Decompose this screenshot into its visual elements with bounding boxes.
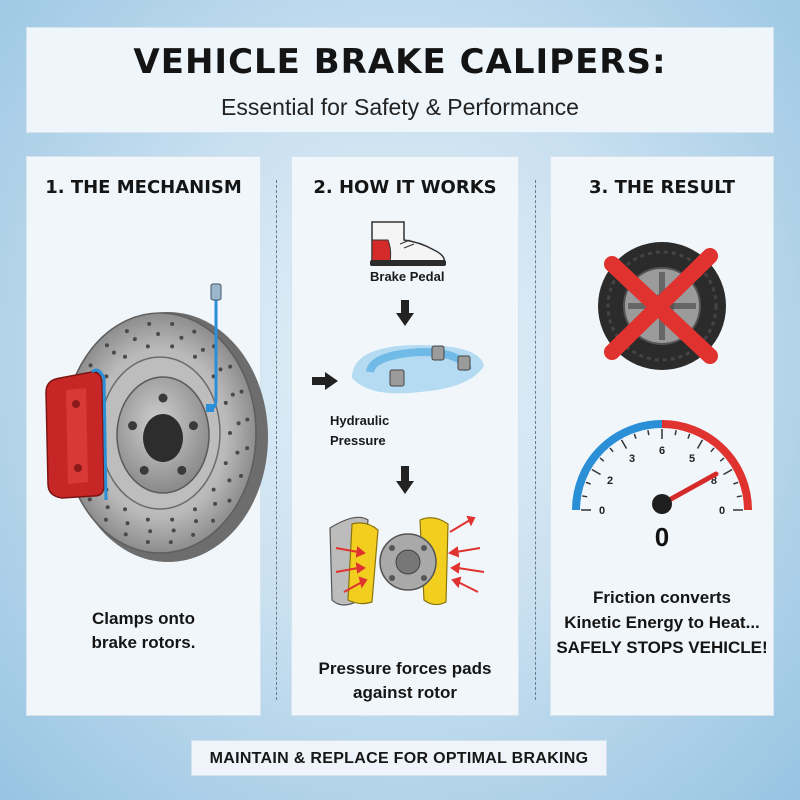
panel-result: 3. THE RESULT Friction converts Kinetic … — [550, 156, 774, 716]
caption-result: Friction converts Kinetic Energy to Heat… — [551, 585, 773, 660]
brake-pedal-label: Brake Pedal — [370, 269, 445, 284]
panel-heading-result: 3. THE RESULT — [588, 177, 736, 198]
caption-line: brake rotors. — [91, 633, 196, 652]
panel-mechanism: 1. THE MECHANISM Clamps onto brake rotor… — [26, 156, 261, 716]
page-subtitle: Essential for Safety & Performance — [221, 94, 579, 120]
caption-line: against rotor — [353, 683, 457, 702]
hydraulic-pressure-label: Hydraulic Pressure — [330, 411, 389, 451]
page-title: VEHICLE BRAKE CALIPERS: — [133, 42, 667, 82]
panel-heading-mechanism: 1. THE MECHANISM — [45, 177, 242, 198]
hydraulic-label-line: Hydraulic — [330, 413, 390, 428]
caption-line: Clamps onto — [92, 609, 195, 628]
panel-heading-how-it-works: 2. HOW IT WORKS — [313, 177, 497, 198]
caption-line: Kinetic Energy to Heat... — [564, 613, 760, 632]
caption-line: Pressure forces pads — [318, 659, 492, 678]
caption-mechanism: Clamps onto brake rotors. — [27, 607, 260, 655]
title-banner: VEHICLE BRAKE CALIPERS: Essential for Sa… — [26, 27, 774, 133]
caption-how-it-works: Pressure forces pads against rotor — [292, 657, 518, 705]
caption-line: SAFELY STOPS VEHICLE! — [556, 638, 768, 657]
panel-how-it-works: 2. HOW IT WORKS Brake Pedal Hydraulic Pr… — [291, 156, 519, 716]
divider-1 — [276, 180, 277, 700]
footer-banner: MAINTAIN & REPLACE FOR OPTIMAL BRAKING — [191, 740, 607, 776]
caption-line: Friction converts — [593, 588, 731, 607]
hydraulic-label-line: Pressure — [330, 433, 386, 448]
divider-2 — [535, 180, 536, 700]
